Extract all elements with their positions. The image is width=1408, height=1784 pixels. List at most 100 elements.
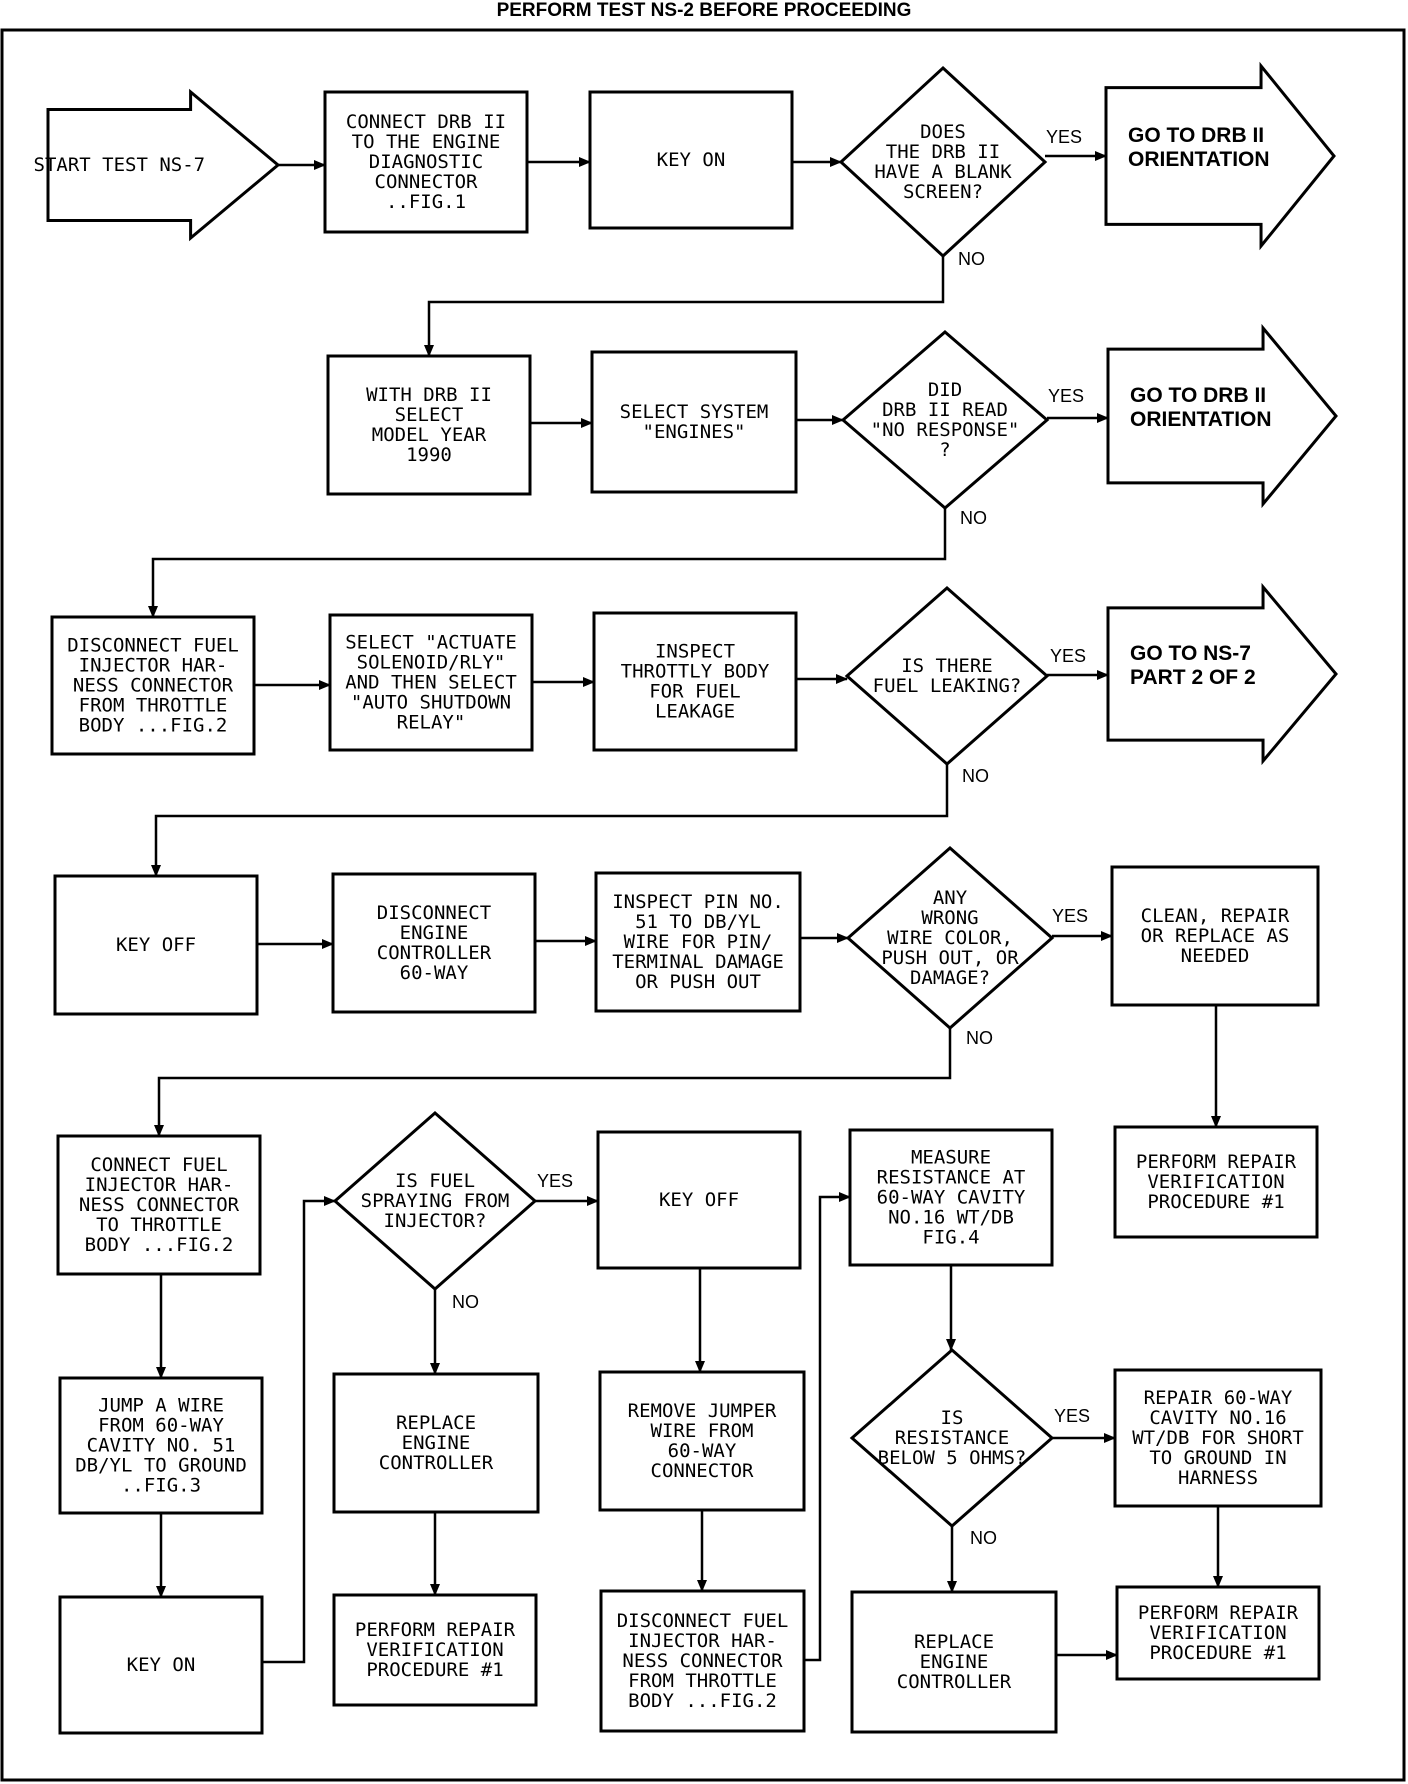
- page-title: PERFORM TEST NS-2 BEFORE PROCEEDING: [496, 0, 912, 21]
- fuel-spraying-line: INJECTOR?: [384, 1210, 487, 1232]
- resistance-line: RESISTANCE: [895, 1427, 1009, 1449]
- page-frame: [0, 28, 1406, 1782]
- disconnect-fuel-2-line: FROM THROTTLE: [628, 1670, 777, 1692]
- resistance-diamond: [849, 1348, 1055, 1528]
- inspect-pin-line: TERMINAL DAMAGE: [612, 951, 784, 973]
- key-off-1-box: [53, 874, 259, 1016]
- measure-line: MEASURE: [911, 1147, 991, 1169]
- replace-1-line: ENGINE: [402, 1432, 471, 1454]
- measure-line: NO.16 WT/DB: [888, 1207, 1014, 1229]
- no-label-blank-screen: NO: [958, 249, 985, 269]
- replace-1-box: [332, 1372, 540, 1514]
- disconnect-fuel-2-line: DISCONNECT FUEL: [617, 1610, 789, 1632]
- connect-drb-line: DIAGNOSTIC: [369, 151, 483, 173]
- perform-3-line: PROCEDURE #1: [1149, 1642, 1286, 1664]
- disconnect-fuel-1-box: [50, 615, 256, 756]
- wrong-wire-line: DAMAGE?: [910, 967, 990, 989]
- connect-fuel-line: NESS CONNECTOR: [79, 1194, 240, 1216]
- connect-fuel-line: INJECTOR HAR-: [85, 1174, 234, 1196]
- perform-3-line: PERFORM REPAIR: [1138, 1602, 1299, 1624]
- model-year-box: [326, 354, 532, 496]
- no-label-wrong-wire: NO: [966, 1028, 993, 1048]
- disconnect-fuel-1-line: FROM THROTTLE: [79, 695, 228, 717]
- measure-line: FIG.4: [922, 1227, 979, 1249]
- goto-orient-1-arrow-shape: [1104, 61, 1336, 251]
- perform-3-line: VERIFICATION: [1149, 1622, 1286, 1644]
- jump-wire-box: [58, 1376, 264, 1515]
- yes-label-fuel-leaking: YES: [1050, 646, 1086, 666]
- goto-orient-2-line: ORIENTATION: [1130, 408, 1272, 431]
- disconnect-engine-line: DISCONNECT: [377, 902, 491, 924]
- select-system-box: [590, 350, 798, 494]
- connector-lines: [148, 151, 1223, 1664]
- fuel-leaking-line: FUEL LEAKING?: [873, 675, 1022, 697]
- actuate-line: "AUTO SHUTDOWN: [351, 692, 511, 714]
- actuate-line: SELECT "ACTUATE: [345, 632, 517, 654]
- inspect-pin-box: [594, 871, 802, 1013]
- actuate-box: [328, 613, 534, 752]
- disconnect-fuel-2-line: BODY ...FIG.2: [628, 1690, 777, 1712]
- model-year-line: WITH DRB II: [366, 384, 492, 406]
- arrow-no-fuel-leaking: [151, 764, 949, 877]
- wrong-wire-line: PUSH OUT, OR: [881, 947, 1019, 969]
- connect-fuel-line: BODY ...FIG.2: [85, 1234, 234, 1256]
- key-off-1-line: KEY OFF: [116, 934, 196, 956]
- arrow-no-wrong-wire: [154, 1028, 952, 1137]
- goto-orient-1-line: ORIENTATION: [1128, 148, 1270, 171]
- inspect-throttle-line: THROTTLY BODY: [621, 661, 770, 683]
- key-on-2-step: KEY ON: [58, 1595, 264, 1735]
- select-system-line: SELECT SYSTEM: [620, 401, 769, 423]
- repair-cavity-box: [1113, 1368, 1323, 1508]
- connect-drb-line: CONNECT DRB II: [346, 111, 506, 133]
- connect-fuel-line: TO THROTTLE: [96, 1214, 222, 1236]
- clean-repair-line: NEEDED: [1181, 945, 1250, 967]
- no-response-line: "NO RESPONSE": [871, 419, 1020, 441]
- repair-cavity-line: WT/DB FOR SHORT: [1132, 1427, 1304, 1449]
- connect-drb-line: CONNECTOR: [375, 171, 479, 193]
- yes-label-wrong-wire: YES: [1052, 906, 1088, 926]
- repair-cavity-line: TO GROUND IN: [1149, 1447, 1286, 1469]
- inspect-throttle-line: FOR FUEL: [649, 681, 741, 703]
- select-system-step: SELECT SYSTEM"ENGINES": [590, 350, 798, 494]
- goto-ns7-line: PART 2 OF 2: [1130, 666, 1256, 689]
- yes-label-blank-screen: YES: [1046, 127, 1082, 147]
- key-on-1-box: [588, 90, 794, 230]
- start-line: START TEST NS-7: [34, 154, 206, 176]
- goto-orient-1-line: GO TO DRB II: [1128, 124, 1264, 147]
- perform-2-line: VERIFICATION: [366, 1639, 503, 1661]
- connect-fuel-box: [56, 1134, 262, 1276]
- fuel-spraying-line: IS FUEL: [395, 1170, 475, 1192]
- start-step: START TEST NS-7: [34, 88, 281, 242]
- disconnect-fuel-2-box: [599, 1589, 806, 1733]
- yes-label-resistance: YES: [1054, 1406, 1090, 1426]
- inspect-pin-line: 51 TO DB/YL: [635, 911, 761, 933]
- connect-drb-line: ..FIG.1: [386, 191, 466, 213]
- select-system-line: "ENGINES": [643, 421, 746, 443]
- inspect-pin-line: WIRE FOR PIN/: [624, 931, 773, 953]
- wrong-wire-diamond: [845, 845, 1055, 1031]
- yes-label-no-response: YES: [1048, 386, 1084, 406]
- arrow-disconnect-fuel-2-to-measure: [804, 1192, 851, 1662]
- perform-2-line: PROCEDURE #1: [366, 1659, 503, 1681]
- fuel-spraying-diamond: [332, 1111, 538, 1291]
- disconnect-engine-line: CONTROLLER: [377, 942, 492, 964]
- replace-1-line: CONTROLLER: [379, 1452, 494, 1474]
